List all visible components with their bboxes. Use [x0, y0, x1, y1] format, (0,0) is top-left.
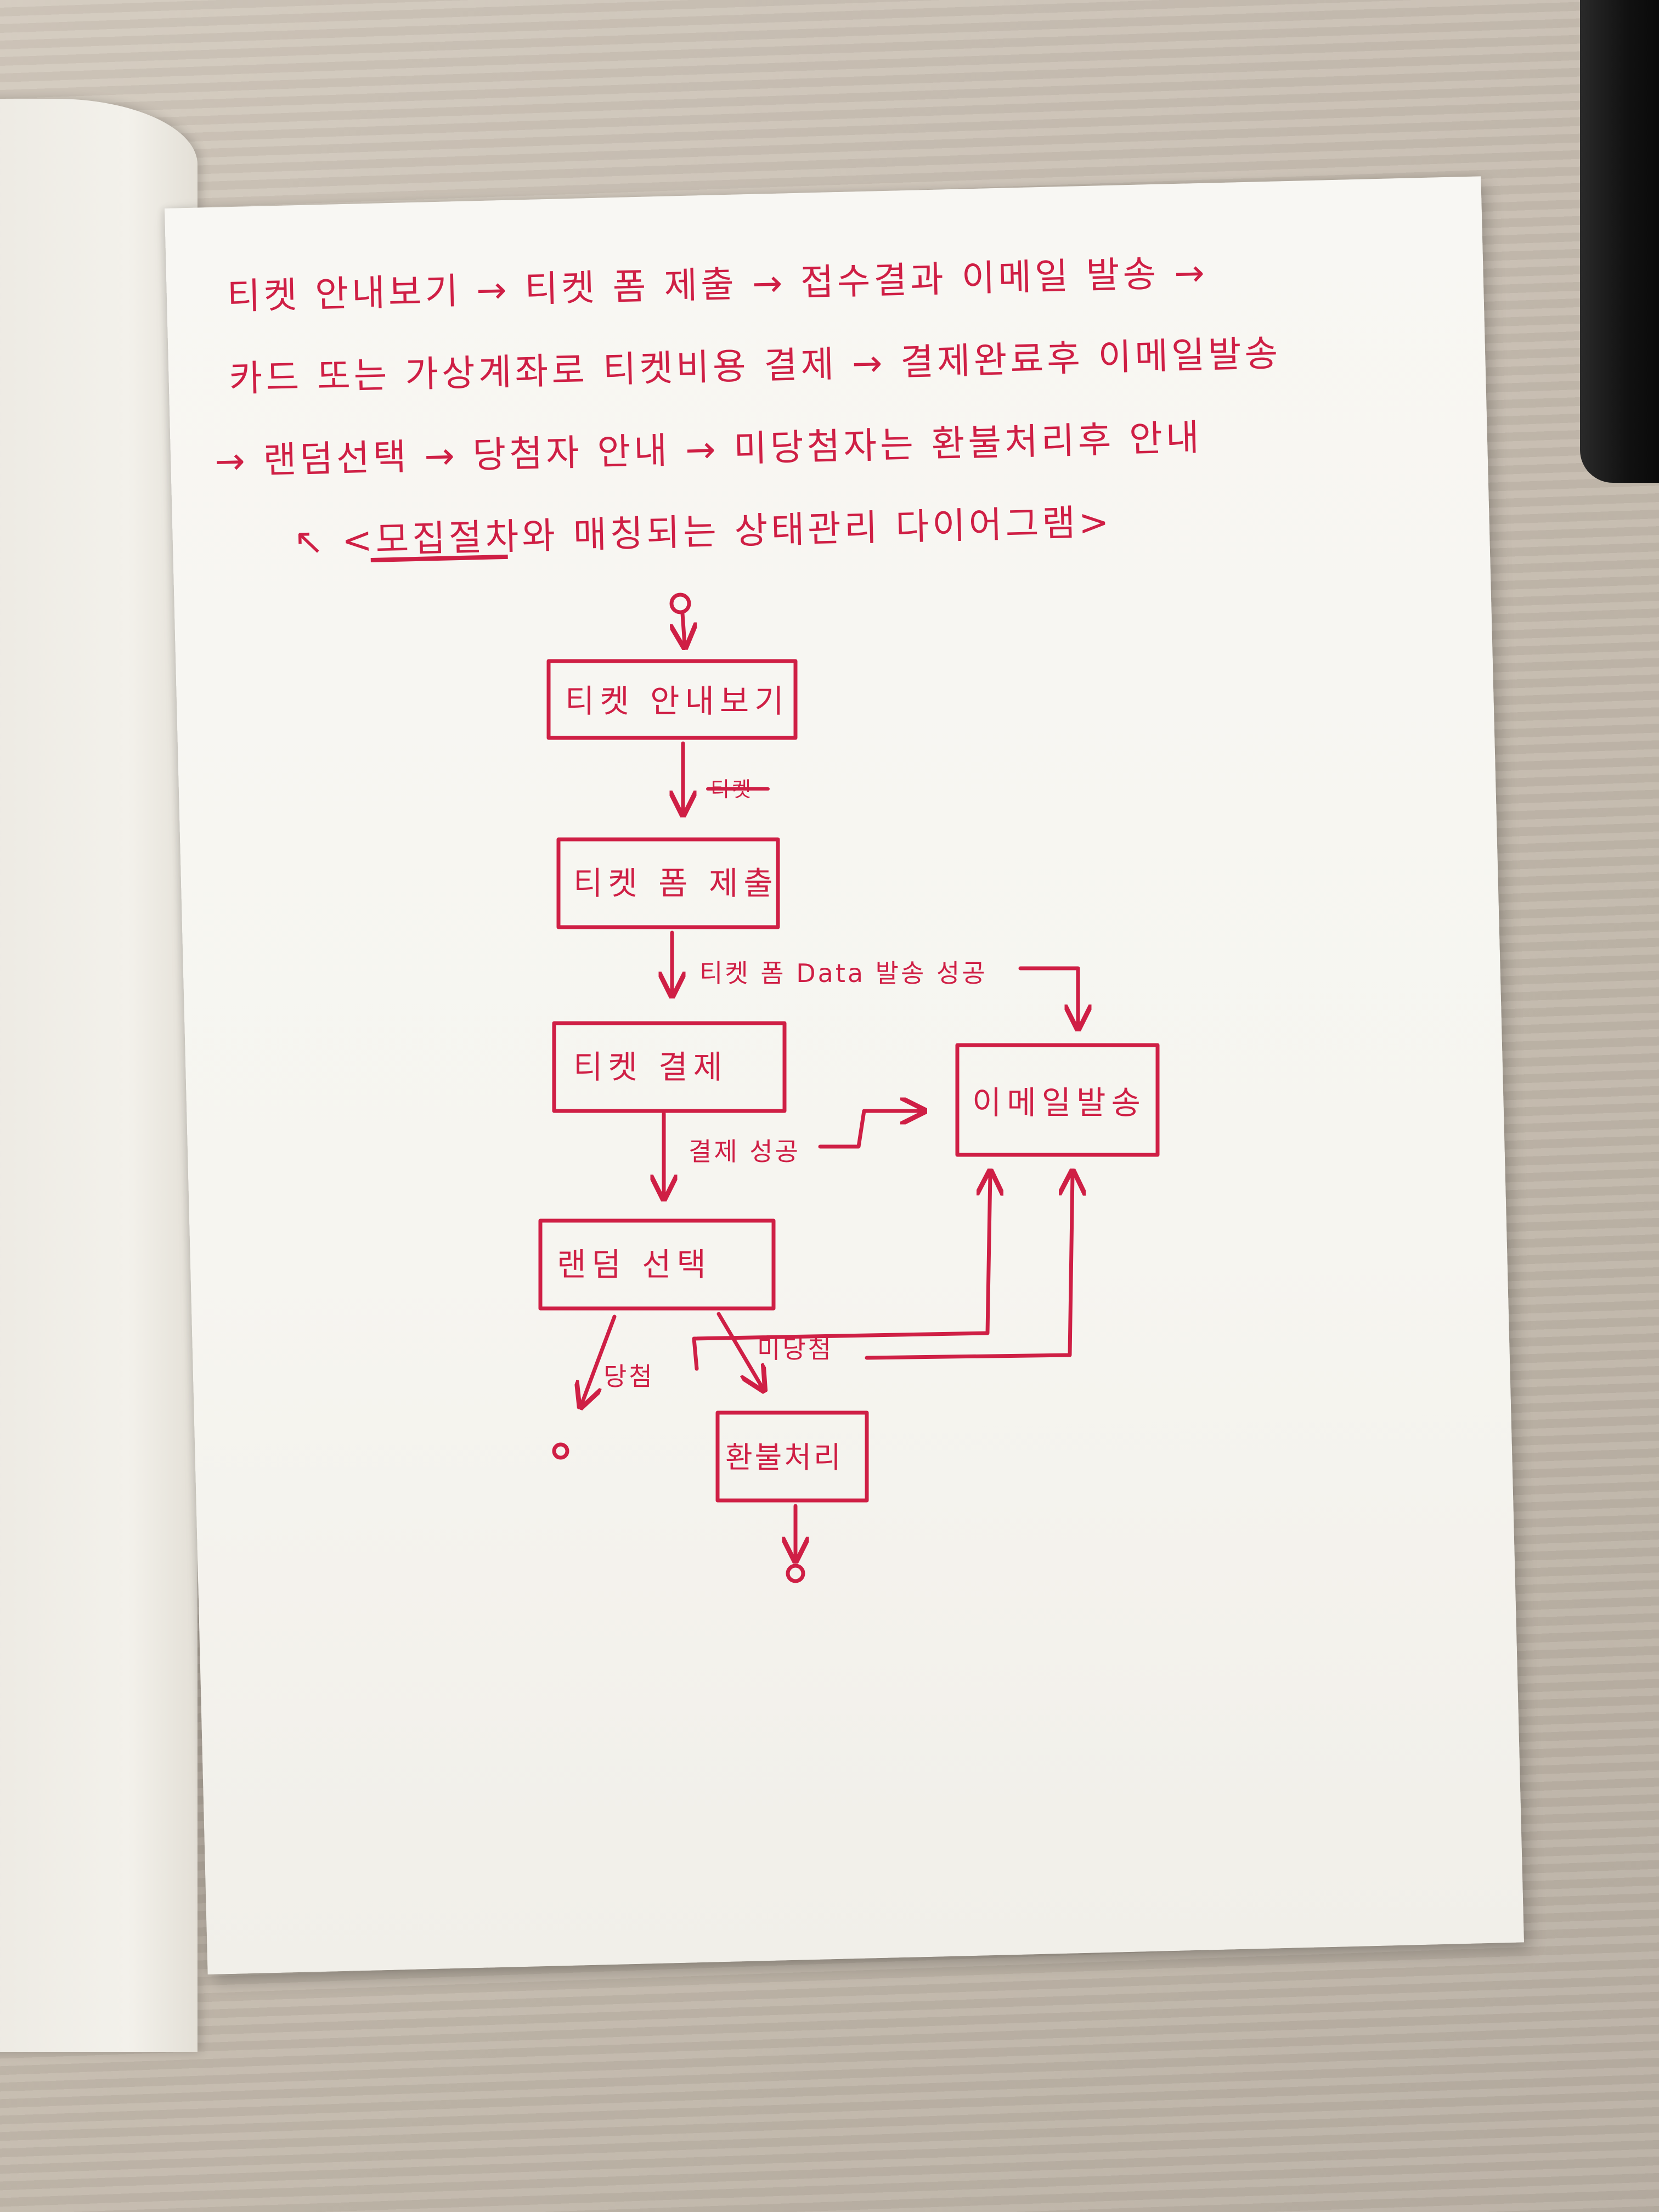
node-box-ticket-info: [546, 659, 798, 740]
start-arrow: [682, 611, 685, 645]
notebook-right-page: 티켓 안내보기 → 티켓 폼 제출 → 접수결과 이메일 발송 → 카드 또는 …: [165, 176, 1524, 1975]
start-node: [669, 592, 691, 614]
node-label-random-select: 랜덤 선택: [557, 1246, 712, 1283]
edge-random-to-refund: [716, 1312, 763, 1388]
node-label-email-send: 이메일발송: [972, 1084, 1146, 1121]
edge-win-to-email: [692, 1174, 990, 1371]
title-underline: [370, 554, 508, 563]
node-box-refund: [715, 1410, 869, 1503]
notebook-left-page: [0, 99, 198, 2052]
edge-lose-to-email: [865, 1174, 1073, 1360]
edge-label-form-data-sent: 티켓 폼 Data 발송 성공: [699, 958, 988, 988]
edge-label-win: 당첨: [603, 1362, 654, 1391]
node-box-ticket-form: [556, 837, 780, 929]
node-box-ticket-payment: [552, 1021, 787, 1113]
dark-object-corner: [1580, 0, 1659, 483]
end-node-win: [552, 1442, 569, 1460]
edge-label-crossed: 티켓: [710, 777, 753, 802]
edge-label-lose: 미당첨: [757, 1334, 833, 1364]
node-label-refund: 환불처리: [725, 1440, 843, 1475]
edge-label-payment-success: 결제 성공: [689, 1137, 800, 1166]
node-box-email-send: [955, 1043, 1160, 1157]
edge-form-to-email: [1018, 966, 1078, 1026]
underline-svg: [370, 554, 508, 563]
edge-random-to-win: [582, 1314, 617, 1404]
node-label-ticket-form: 티켓 폼 제출: [573, 865, 778, 902]
end-node-refund: [786, 1564, 805, 1583]
edge-payment-to-email: [818, 1111, 922, 1149]
node-box-random-select: [538, 1218, 776, 1311]
node-label-ticket-info: 티켓 안내보기: [565, 682, 789, 720]
node-label-ticket-payment: 티켓 결제: [573, 1048, 728, 1086]
